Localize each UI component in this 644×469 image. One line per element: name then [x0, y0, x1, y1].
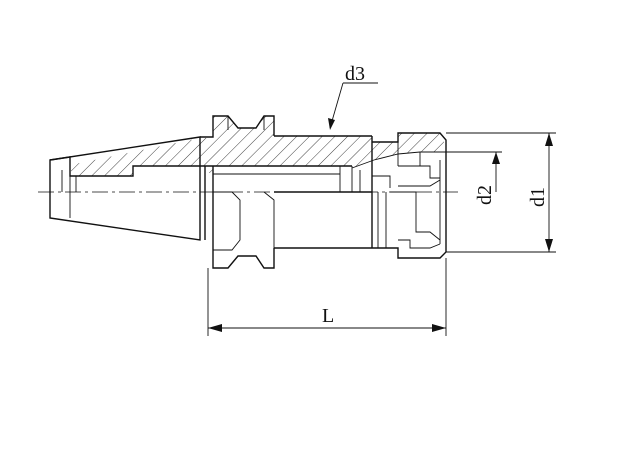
hatched-section	[70, 116, 444, 176]
d1-label: d1	[527, 187, 549, 207]
d3-leader	[328, 82, 378, 130]
l-dimension	[207, 258, 447, 336]
taper-shank	[49, 136, 205, 241]
flange	[200, 115, 275, 269]
d1-dimension	[446, 132, 556, 253]
d2-dimension	[446, 151, 502, 192]
d3-label: d3	[345, 63, 365, 85]
l-label: L	[322, 305, 334, 327]
collet-nut	[351, 132, 447, 259]
holder-body	[205, 135, 387, 249]
d2-label: d2	[474, 185, 496, 205]
